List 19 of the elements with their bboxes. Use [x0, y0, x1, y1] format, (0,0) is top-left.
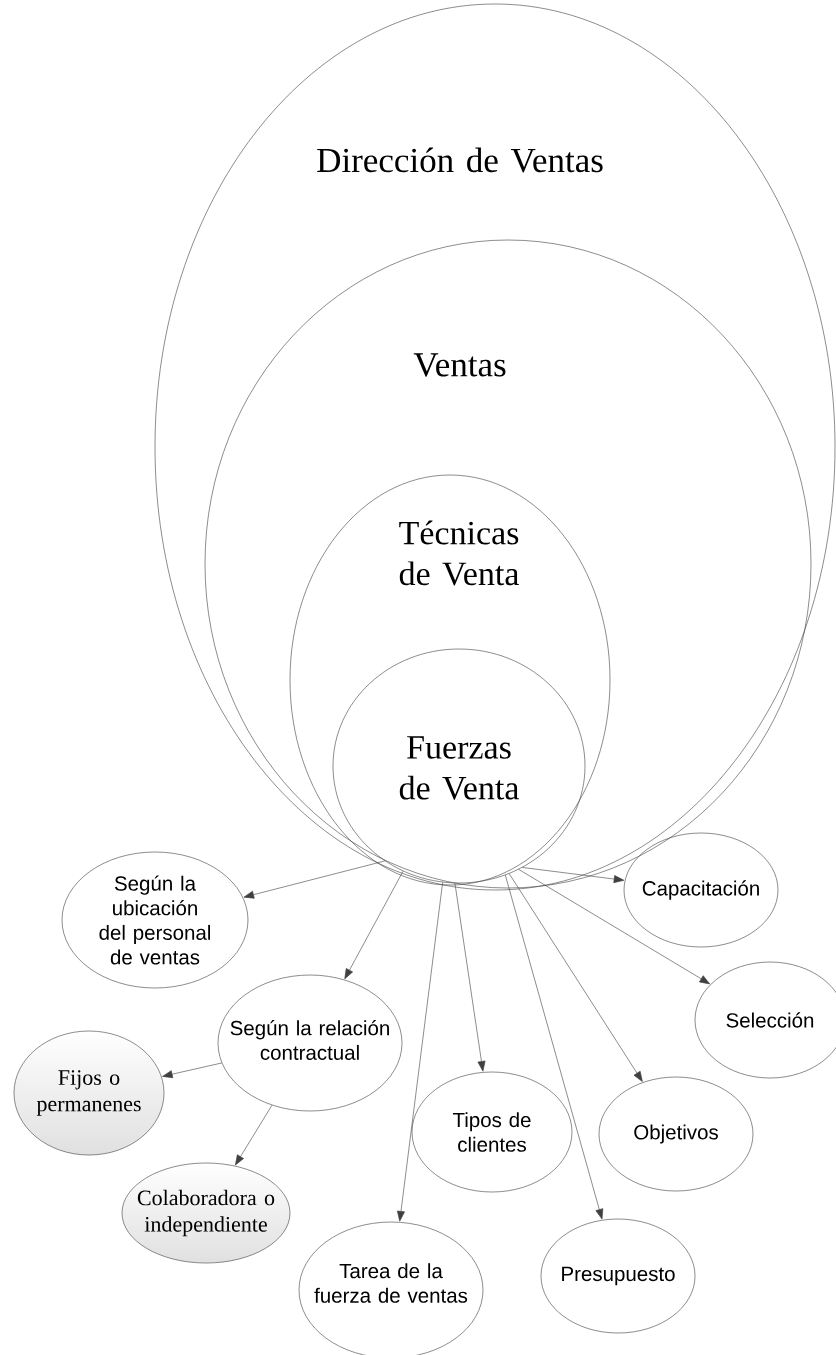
arrow: [518, 869, 710, 985]
ellipse-node: Fuerzas de Venta: [332, 648, 586, 884]
ellipse-node: Presupuesto: [540, 1218, 696, 1334]
ellipse-node: Objetivos: [598, 1076, 754, 1192]
arrow: [397, 882, 443, 1222]
ellipse-node: Colaboradora o independiente: [121, 1162, 291, 1264]
arrow: [243, 860, 386, 899]
arrow: [235, 1104, 273, 1166]
ellipse-node: Según la relación contractual: [217, 974, 403, 1112]
arrow: [344, 870, 404, 980]
arrow: [162, 1062, 223, 1079]
arrow: [505, 874, 604, 1220]
arrow: [522, 867, 625, 883]
ellipse-node: Fijos o permanenes: [13, 1030, 165, 1156]
arrow: [508, 873, 643, 1082]
ellipse-node: Capacitación: [623, 832, 779, 948]
ellipse-node: Tipos de clientes: [411, 1071, 573, 1193]
arrow: [454, 882, 486, 1072]
ellipse-node: Según la ubicación del personal de ventas: [61, 851, 249, 989]
